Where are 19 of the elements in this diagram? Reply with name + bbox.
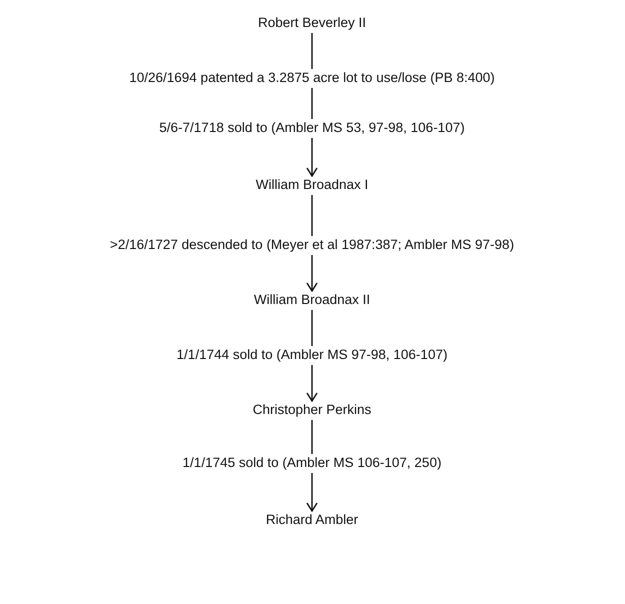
connector-line [311,310,313,346]
connector-line [306,365,318,402]
connector-line [311,88,313,119]
connector-line [311,195,313,236]
connector-line [311,33,313,69]
connector-line [306,473,318,512]
transfer-note: 1/1/1745 sold to (Ambler MS 106-107, 250) [182,455,442,471]
transfer-note: >2/16/1727 descended to (Meyer et al 1987:387; Ambler MS 97-98) [110,237,514,253]
transfer-note: 1/1/1744 sold to (Ambler MS 97-98, 106-107) [176,347,448,363]
connector-line [306,255,318,292]
transfer-note: William Broadnax I [256,177,368,193]
transfer-note: 10/26/1694 patented a 3.2875 acre lot to use/lose (PB 8:400) [129,70,495,86]
connector-line [306,138,318,177]
transfer-note: Richard Ambler [266,512,358,528]
transfer-note: William Broadnax II [254,292,370,308]
transfer-note: Christopher Perkins [252,402,372,418]
owner-name: Robert Beverley II [258,15,366,31]
transfer-note: 5/6-7/1718 sold to (Ambler MS 53, 97-98, 106-107) [159,120,465,136]
connector-line [311,420,313,454]
